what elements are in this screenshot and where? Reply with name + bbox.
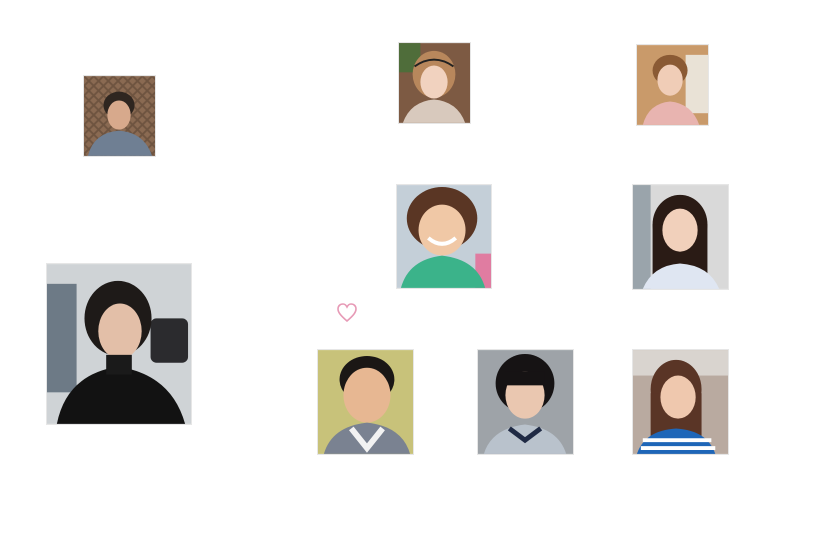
heart-icon — [336, 302, 358, 324]
portrait-young-woman-headband — [398, 42, 471, 124]
portrait-girl-bangs-collar — [477, 349, 574, 455]
portrait-elder-woman — [83, 75, 156, 157]
portrait-woman-short-bangs — [636, 44, 709, 126]
portrait-boy-plaid-shirt — [317, 349, 414, 455]
portrait-girl-striped-shirt — [632, 349, 729, 455]
portrait-photo-icon — [397, 185, 491, 288]
portrait-girl-long-hair — [632, 184, 729, 290]
portrait-smiling-girl-bob — [396, 184, 492, 289]
portrait-photo-icon — [84, 76, 155, 156]
portrait-photo-icon — [47, 264, 191, 424]
portrait-photo-icon — [637, 45, 708, 125]
portrait-photo-icon — [633, 350, 728, 454]
portrait-photo-icon — [399, 43, 470, 123]
portrait-photo-icon — [633, 185, 728, 289]
portrait-photo-icon — [318, 350, 413, 454]
portrait-woman-black-sweater — [46, 263, 192, 425]
portrait-photo-icon — [478, 350, 573, 454]
